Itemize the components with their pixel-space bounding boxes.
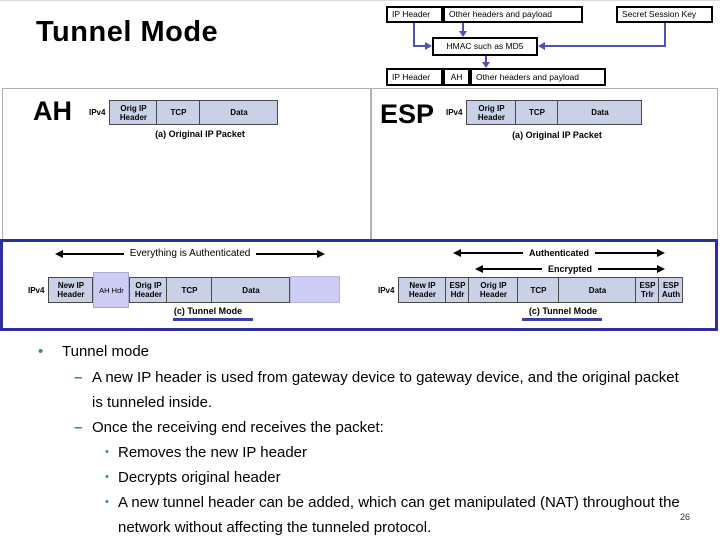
esp-packet-caption: (a) Original IP Packet xyxy=(512,130,602,140)
packet-cell: TCP xyxy=(516,100,559,125)
everything-authenticated-arrow: Everything is Authenticated xyxy=(55,247,326,260)
bullet-icon: • xyxy=(105,471,109,483)
packet-cell-ah-hdr: AH Hdr xyxy=(93,272,130,308)
dash-bullet-icon: – xyxy=(74,369,83,386)
everything-authenticated-label: Everything is Authenticated xyxy=(129,248,251,259)
ah-tunnel-prefix: IPv4 xyxy=(28,285,45,295)
packet-cell: Orig IP Header xyxy=(129,277,168,303)
encrypted-label: Encrypted xyxy=(548,263,593,274)
packet-cell: Orig IP Header xyxy=(109,100,158,125)
bullet-text: A new IP header is used from gateway dev… xyxy=(92,369,679,411)
hmac-bottom-ah-box: AH xyxy=(443,68,470,86)
packet-cell: TCP xyxy=(167,277,213,303)
secret-session-key-box: Secret Session Key xyxy=(616,6,713,23)
packet-cell: Data xyxy=(558,100,643,125)
packet-cell: ESP Auth xyxy=(659,277,684,303)
hmac-connector-arrows-icon xyxy=(413,23,666,68)
bullet-text: Tunnel mode xyxy=(62,343,149,360)
esp-original-packet: IPv4 Orig IP Header TCP Data xyxy=(446,100,643,125)
packet-cell: ESP Hdr xyxy=(446,277,470,303)
list-item: • Tunnel mode xyxy=(28,339,696,364)
packet-cell: Orig IP Header xyxy=(469,277,519,303)
list-item: – Once the receiving end receives the pa… xyxy=(28,415,696,440)
arrow-right-head-icon xyxy=(317,249,326,258)
list-item: • Removes the new IP header xyxy=(28,440,696,465)
esp-caption-underline xyxy=(522,318,602,321)
hmac-bottom-ip-header-box: IP Header xyxy=(386,68,443,86)
bullet-text: Removes the new IP header xyxy=(118,444,308,461)
packet-cell: Data xyxy=(212,277,291,303)
encrypted-arrow: Encrypted xyxy=(475,262,666,275)
packet-cell: New IP Header xyxy=(48,277,94,303)
bullet-icon: • xyxy=(38,343,44,360)
packet-cell: New IP Header xyxy=(398,277,447,303)
ah-packet-caption: (a) Original IP Packet xyxy=(155,129,245,139)
slide-title: Tunnel Mode xyxy=(36,16,219,48)
authenticated-arrow: Authenticated xyxy=(453,246,666,259)
packet-cell: ESP Trlr xyxy=(636,277,660,303)
ah-tunnel-packet: IPv4 New IP Header AH Hdr Orig IP Header… xyxy=(28,272,341,308)
packet-cell: TCP xyxy=(157,100,201,125)
esp-packet-prefix: IPv4 xyxy=(446,108,463,117)
arrow-left-head-icon xyxy=(475,264,483,273)
ah-original-packet: IPv4 Orig IP Header TCP Data xyxy=(89,100,279,125)
ah-packet-prefix: IPv4 xyxy=(89,108,106,117)
esp-tunnel-packet: IPv4 New IP Header ESP Hdr Orig IP Heade… xyxy=(378,277,684,303)
hmac-bottom-payload-box: Other headers and payload xyxy=(470,68,606,86)
authenticated-label: Authenticated xyxy=(529,247,590,258)
bullet-list: • Tunnel mode – A new IP header is used … xyxy=(28,339,696,540)
packet-cell: Data xyxy=(559,277,637,303)
arrow-right-head-icon xyxy=(657,264,666,273)
esp-panel-label: ESP xyxy=(380,99,435,129)
packet-cell: Orig IP Header xyxy=(466,100,517,125)
list-item: • A new tunnel header can be added, whic… xyxy=(28,490,696,540)
bullet-text: A new tunnel header can be added, which … xyxy=(118,494,680,536)
ah-panel-label: AH xyxy=(33,96,72,126)
arrow-right-head-icon xyxy=(657,248,666,257)
hmac-md5-box: HMAC such as MD5 xyxy=(432,37,538,56)
bullet-text: Once the receiving end receives the pack… xyxy=(92,419,384,436)
list-item: • Decrypts original header xyxy=(28,465,696,490)
bullet-icon: • xyxy=(105,496,109,508)
hmac-top-ip-header-box: IP Header xyxy=(386,6,443,23)
dash-bullet-icon: – xyxy=(74,419,83,436)
list-item: – A new IP header is used from gateway d… xyxy=(28,365,696,415)
bullet-text: Decrypts original header xyxy=(118,469,281,486)
page-number: 26 xyxy=(680,512,691,522)
bullet-icon: • xyxy=(105,446,109,458)
esp-tunnel-prefix: IPv4 xyxy=(378,285,395,295)
ah-tunnel-caption: (c) Tunnel Mode xyxy=(173,306,243,316)
ah-caption-underline xyxy=(173,318,253,321)
arrow-left-head-icon xyxy=(55,249,63,258)
esp-tunnel-caption: (c) Tunnel Mode xyxy=(528,306,598,316)
hmac-top-payload-box: Other headers and payload xyxy=(443,6,583,23)
packet-cell: TCP xyxy=(518,277,560,303)
packet-cell: Data xyxy=(200,100,279,125)
arrow-left-head-icon xyxy=(453,248,461,257)
packet-cell-empty xyxy=(290,276,341,303)
slide-top-edge xyxy=(0,0,720,1)
